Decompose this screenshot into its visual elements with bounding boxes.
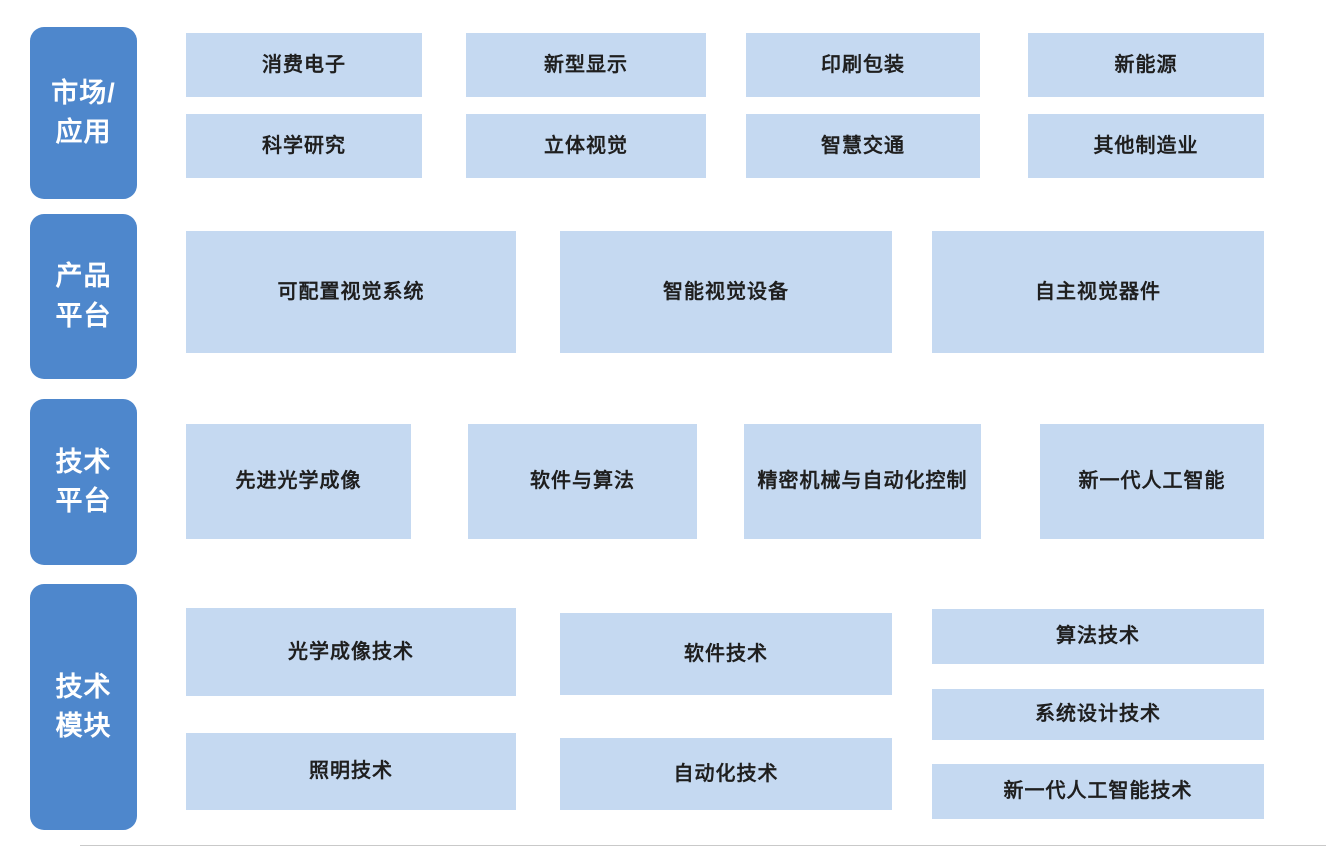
box-algorithm-technology: 算法技术 [932, 609, 1264, 664]
box-stereo-vision: 立体视觉 [466, 114, 706, 178]
row-label-tech-platform-line2: 平台 [55, 486, 112, 516]
box-new-energy: 新能源 [1028, 33, 1264, 97]
row-label-product-line1: 产品 [55, 261, 112, 292]
box-smart-transportation: 智慧交通 [746, 114, 980, 178]
box-optical-imaging-technology: 光学成像技术 [186, 608, 516, 696]
box-software-technology: 软件技术 [560, 613, 892, 695]
row-label-tech-platform-line1: 技术 [55, 446, 112, 477]
box-smart-vision-equipment: 智能视觉设备 [560, 231, 892, 353]
box-autonomous-vision-components: 自主视觉器件 [932, 231, 1264, 353]
box-new-generation-ai: 新一代人工智能 [1040, 424, 1264, 539]
box-printing-packaging: 印刷包装 [746, 33, 980, 97]
box-configurable-vision-system: 可配置视觉系统 [186, 231, 516, 353]
box-new-display: 新型显示 [466, 33, 706, 97]
row-label-market-application: 市场/ 应用 [30, 27, 137, 199]
bottom-divider [80, 845, 1326, 846]
row-label-market-line1: 市场/ [51, 77, 116, 108]
box-lighting-technology: 照明技术 [186, 733, 516, 810]
box-precision-mechanics-automation-control: 精密机械与自动化控制 [744, 424, 981, 539]
box-software-and-algorithms: 软件与算法 [468, 424, 697, 539]
row-label-product-platform: 产品 平台 [30, 214, 137, 379]
row-label-tech-platform: 技术 平台 [30, 399, 137, 565]
box-scientific-research: 科学研究 [186, 114, 422, 178]
row-label-tech-module-line2: 模块 [55, 711, 112, 741]
box-consumer-electronics: 消费电子 [186, 33, 422, 97]
row-label-product-line2: 平台 [55, 300, 112, 331]
row-label-market-line2: 应用 [55, 117, 112, 147]
box-automation-technology: 自动化技术 [560, 738, 892, 810]
box-advanced-optical-imaging: 先进光学成像 [186, 424, 411, 539]
row-label-tech-module-line1: 技术 [55, 671, 112, 702]
box-other-manufacturing: 其他制造业 [1028, 114, 1264, 178]
row-label-tech-module: 技术 模块 [30, 584, 137, 830]
box-new-generation-ai-technology: 新一代人工智能技术 [932, 764, 1264, 819]
box-system-design-technology: 系统设计技术 [932, 689, 1264, 740]
